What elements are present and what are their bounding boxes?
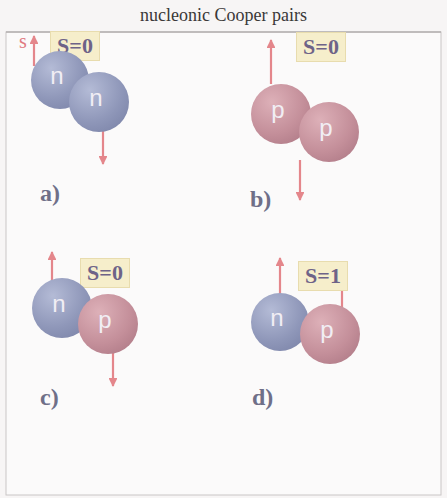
spin-label: S=0 — [303, 34, 339, 60]
panel-letter: c) — [40, 384, 59, 411]
spin-arrow — [33, 36, 35, 66]
spin-box: S=1 — [298, 261, 348, 291]
nucleon-letter: n — [52, 290, 65, 318]
spin-symbol: s — [19, 30, 27, 53]
nucleon-letter: p — [271, 96, 284, 124]
diagram-title: nucleonic Cooper pairs — [140, 5, 307, 26]
nucleon-circle: p — [300, 304, 360, 364]
nucleon-letter: n — [270, 304, 283, 332]
nucleon-circle: p — [299, 102, 359, 162]
panel-frame — [6, 32, 441, 495]
panel-letter: b) — [250, 186, 271, 213]
nucleon-circle: n — [69, 72, 129, 132]
nucleon-letter: n — [89, 84, 102, 112]
spin-arrow — [270, 40, 272, 84]
spin-label: S=1 — [305, 263, 341, 289]
spin-arrow — [299, 160, 301, 200]
nucleon-letter: p — [320, 316, 333, 344]
nucleon-circle: p — [78, 294, 138, 354]
spin-label: S=0 — [87, 260, 123, 286]
panel-letter: a) — [40, 180, 60, 207]
nucleon-letter: p — [98, 306, 111, 334]
spin-box: S=0 — [80, 258, 130, 288]
nucleon-letter: n — [50, 62, 63, 90]
nucleon-letter: p — [319, 114, 332, 142]
spin-box: S=0 — [296, 32, 346, 62]
spin-arrow — [279, 258, 281, 294]
panel-letter: d) — [252, 384, 273, 411]
